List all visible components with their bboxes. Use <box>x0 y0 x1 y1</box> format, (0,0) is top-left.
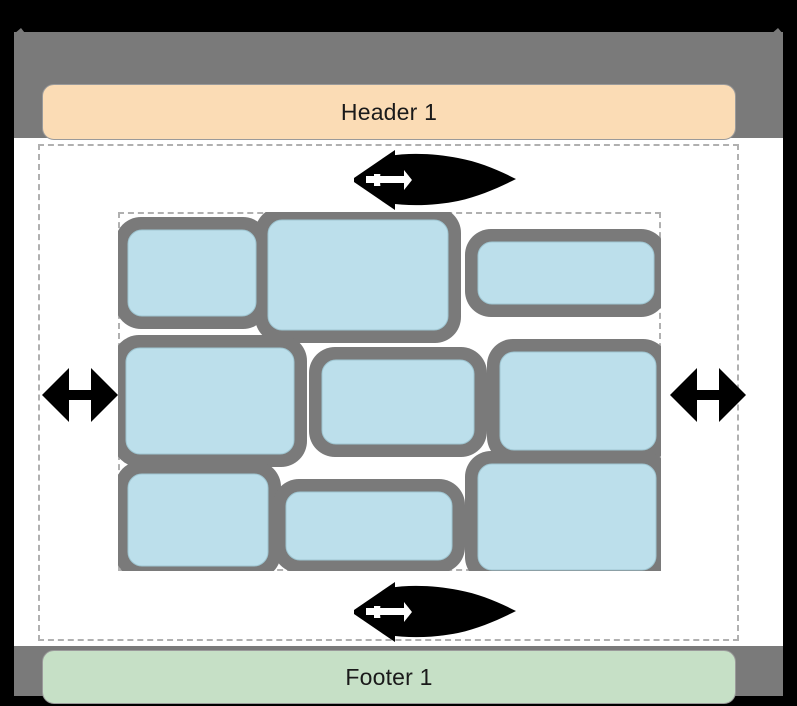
tile-r1c2[interactable] <box>267 219 449 331</box>
resize-arrow-top[interactable] <box>352 150 520 210</box>
resize-arrow-right[interactable] <box>670 366 746 424</box>
resize-arrow-bottom[interactable] <box>352 582 520 642</box>
brick-board <box>118 212 661 571</box>
tile-r3c1[interactable] <box>127 473 269 567</box>
tile-r2c2[interactable] <box>321 359 475 445</box>
resize-arrow-left[interactable] <box>42 366 118 424</box>
tile-r2c1[interactable] <box>125 347 295 455</box>
tile-r3c2[interactable] <box>285 491 453 561</box>
tile-r1c1[interactable] <box>127 229 257 317</box>
header-bar[interactable]: Header 1 <box>42 84 736 140</box>
footer-bar[interactable]: Footer 1 <box>42 650 736 704</box>
tile-r2c3[interactable] <box>499 351 657 451</box>
tile-r1c3[interactable] <box>477 241 655 305</box>
tile-r3c3[interactable] <box>477 463 657 571</box>
